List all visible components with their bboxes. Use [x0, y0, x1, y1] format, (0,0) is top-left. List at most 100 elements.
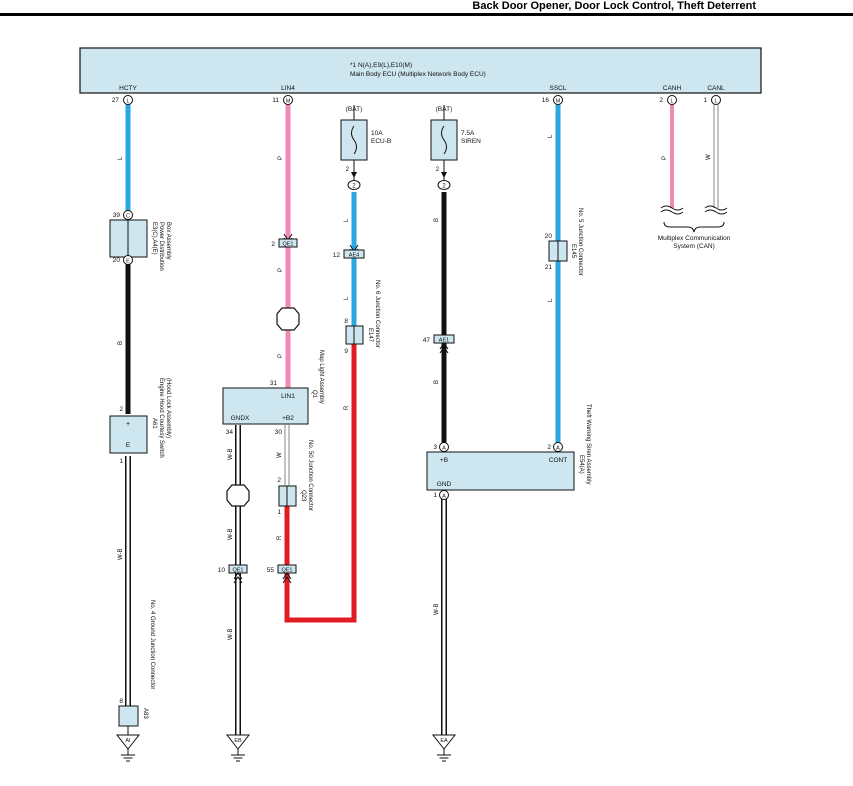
svg-text:+B2: +B2: [282, 415, 294, 422]
connector-qe1-55: QE1 55: [267, 564, 297, 584]
wire-color-labels: L B W-B P P P W-B W-B W-B W R R L L B B …: [118, 134, 712, 640]
e3-code: E3(C),A4(E): [151, 222, 157, 255]
e145-junction-connector: 20 21 E145 No. 5 Junction Connector: [545, 208, 583, 276]
wire-label-l: L: [344, 296, 350, 300]
svg-text:AI: AI: [125, 738, 131, 744]
a83-name: No. 4 Ground Junction Connector: [149, 600, 155, 689]
fuse-rating: 10A: [371, 130, 383, 137]
ecu-pin-label: HCTY: [119, 85, 137, 92]
connector-ae4-12: AE4 12: [333, 244, 365, 259]
fuse-rating: 7.5A: [461, 130, 475, 137]
fuse-name: SIREN: [461, 138, 481, 145]
svg-text:AE1: AE1: [439, 338, 449, 344]
svg-text:30: 30: [275, 429, 283, 436]
svg-text:+B: +B: [440, 457, 448, 464]
wire-label-p: P: [278, 268, 284, 272]
svg-text:34: 34: [226, 429, 234, 436]
svg-text:47: 47: [423, 337, 431, 344]
fuse-ecu-b: (BAT) 10A ECU-B 2 2: [340, 106, 391, 190]
svg-text:C: C: [126, 214, 130, 220]
ecu-pin-conn: M: [286, 99, 291, 105]
wire-red-circuit: [284, 344, 357, 623]
e3-name-1: Power Distribution: [158, 222, 164, 271]
ecu-pin-label: SSCL: [550, 85, 567, 92]
ecu-name: Main Body ECU (Multiplex Network Body EC…: [350, 71, 486, 78]
a61-name-1: Engine Hood Courtesy Switch: [158, 378, 164, 458]
splice-octagon: [226, 484, 250, 507]
svg-text:1: 1: [119, 458, 123, 465]
ground-eb: EB: [225, 734, 251, 762]
svg-text:2: 2: [352, 184, 356, 190]
svg-text:EB: EB: [234, 738, 242, 744]
e145-code: E145: [570, 244, 576, 259]
fuse-bat-label: (BAT): [436, 106, 453, 113]
wire-label-wb: W-B: [228, 448, 234, 460]
wire-label-b: B: [434, 218, 440, 222]
svg-text:39: 39: [113, 212, 121, 219]
ecu-pin-label: LIN4: [281, 85, 295, 92]
svg-text:2: 2: [442, 184, 446, 190]
ecu-pin-canl: CANL 1 L: [703, 85, 725, 105]
e147-name: No. 6 Junction Connector: [374, 280, 380, 348]
svg-text:8: 8: [344, 318, 348, 325]
wire-label-r: R: [344, 405, 350, 410]
q1-code: Q1: [311, 390, 317, 399]
wire-label-b: B: [434, 380, 440, 384]
a61-code: A61: [151, 418, 157, 429]
wire-label-wb: W-B: [118, 548, 124, 560]
ecu-pin-canh: CANH 2 L: [659, 85, 682, 105]
ecu-code: *1 N(A),E9(L),E10(M): [350, 62, 412, 69]
svg-text:E: E: [126, 259, 130, 265]
wire-label-w: W: [277, 452, 283, 458]
svg-text:CONT: CONT: [549, 457, 567, 464]
connector-ae1-47: AE1 47: [423, 334, 455, 354]
wires: [125, 104, 719, 740]
svg-text:A: A: [442, 494, 446, 500]
ecu-pin-label: CANL: [707, 85, 725, 92]
ecu-pin-sscl: SSCL 16 M: [542, 85, 567, 105]
page-header-title: Back Door Opener, Door Lock Control, The…: [472, 0, 756, 12]
svg-text:21: 21: [545, 264, 553, 271]
e54-name: Theft Warning Siren Assembly: [585, 404, 591, 484]
a61-name-2: (Hood Lock Assembly): [165, 378, 171, 438]
svg-text:2: 2: [277, 477, 281, 484]
wire-label-l: L: [548, 134, 554, 138]
svg-text:20: 20: [113, 257, 121, 264]
svg-text:QE1: QE1: [232, 568, 243, 574]
svg-text:EA: EA: [440, 738, 448, 744]
svg-text:12: 12: [333, 252, 341, 259]
svg-text:1: 1: [277, 509, 281, 516]
svg-text:LIN1: LIN1: [281, 393, 295, 400]
can-note-line2: System (CAN): [673, 243, 715, 250]
ecu-pin-number: 2: [659, 97, 663, 104]
e3-power-distribution-box: 39 C E 20 E3(C),A4(E) Power Distribution…: [109, 210, 171, 271]
svg-text:AE4: AE4: [349, 253, 359, 259]
ecu-pin-number: 27: [112, 97, 120, 104]
ground-ea: EA: [431, 734, 457, 762]
svg-text:9: 9: [344, 348, 348, 355]
ecu-pin-conn: L: [714, 99, 717, 105]
fuse-siren: (BAT) 7.5A SIREN 2 2: [430, 106, 481, 190]
svg-text:+: +: [126, 421, 130, 428]
ecu-pin-number: 1: [703, 97, 707, 104]
connector-qe1-2: QE1 2: [271, 233, 298, 248]
can-system-note: Multiplex Communication System (CAN): [658, 205, 731, 250]
e145-name: No. 5 Junction Connector: [577, 208, 583, 276]
a83-code: A83: [142, 708, 148, 719]
a83-ground-junction: 8 A83 No. 4 Ground Junction Connector: [118, 600, 155, 727]
ground-ai: AI: [115, 734, 141, 762]
q23-name: No. 50 Junction Connector: [307, 440, 313, 511]
svg-text:QE1: QE1: [281, 568, 292, 574]
e3-name-2: Box Assembly: [165, 222, 171, 260]
q1-name: Map Light Assembly: [318, 350, 324, 404]
q23-junction-connector: 2 1 Q23 No. 50 Junction Connector: [277, 440, 313, 516]
ecu-pin-number: 16: [542, 97, 550, 104]
wire-label-wb: W-B: [434, 603, 440, 615]
splice-octagon: [276, 307, 300, 331]
can-note-line1: Multiplex Communication: [658, 235, 731, 242]
ecu-pin-hcty: HCTY 27 L: [112, 85, 138, 105]
svg-text:GND: GND: [437, 481, 452, 488]
wire-label-p: P: [278, 354, 284, 358]
fuse-bat-label: (BAT): [346, 106, 363, 113]
e54-theft-warning-siren: 3 A 2 A +B CONT GND 1 A E54(A) Theft War…: [426, 404, 591, 500]
